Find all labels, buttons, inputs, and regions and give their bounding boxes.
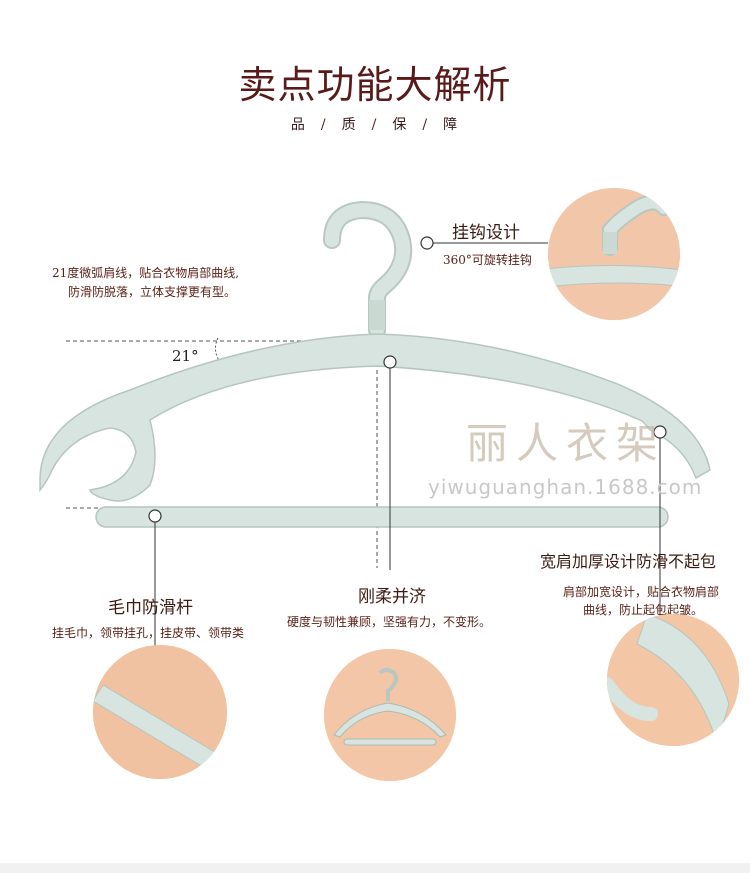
shoulder-detail-drawing bbox=[607, 614, 739, 746]
strength-detail-drawing bbox=[324, 649, 456, 781]
subtitle-char: 质 bbox=[341, 117, 358, 133]
arc-feature-line1: 21度微弧肩线，贴合衣物肩部曲线, bbox=[52, 266, 240, 280]
towel-bar bbox=[95, 506, 669, 528]
hook bbox=[325, 202, 411, 337]
angle-label: 21° bbox=[172, 347, 199, 365]
bar-marker bbox=[148, 509, 162, 523]
subtitle-char: 保 bbox=[392, 117, 409, 133]
towel-bar-detail-image bbox=[93, 645, 227, 779]
page-title: 卖点功能大解析 bbox=[238, 63, 512, 107]
strength-marker bbox=[383, 355, 397, 369]
subtitle-char: 障 bbox=[443, 117, 460, 133]
watermark-url: yiwuguanghan.1688.com bbox=[428, 475, 703, 499]
page-subtitle: 品 / 质 / 保 / 障 bbox=[0, 114, 750, 134]
shoulder-feature-line2: 曲线，防止起包起皱。 bbox=[583, 603, 704, 617]
hook-feature-text: 360°可旋转挂钩 bbox=[443, 253, 532, 267]
hook-detail-image bbox=[548, 188, 680, 320]
subtitle-separator: / bbox=[422, 117, 430, 133]
subtitle-separator: / bbox=[320, 117, 328, 133]
strength-feature-text: 硬度与韧性兼顾，坚强有力，不变形。 bbox=[287, 615, 492, 629]
subtitle-char: 品 bbox=[290, 117, 307, 133]
towel-feature-title: 毛巾防滑杆 bbox=[108, 598, 193, 618]
subtitle-separator: / bbox=[371, 117, 379, 133]
strength-feature-title: 刚柔并济 bbox=[358, 587, 426, 607]
hook-detail-drawing bbox=[548, 188, 680, 320]
hook-marker bbox=[420, 236, 434, 250]
shoulder-feature-line1: 肩部加宽设计，贴合衣物肩部 bbox=[563, 585, 720, 599]
strength-detail-image bbox=[324, 649, 456, 781]
hanger-arms bbox=[39, 333, 711, 502]
hook-feature-title: 挂钩设计 bbox=[452, 223, 520, 243]
towel-bar-detail-drawing bbox=[93, 645, 227, 779]
towel-feature-text: 挂毛巾，领带挂孔，挂皮带、领带类 bbox=[52, 626, 245, 640]
arc-feature-line2: 防滑防脱落，立体支撑更有型。 bbox=[68, 285, 237, 299]
shoulder-detail-image bbox=[607, 614, 739, 746]
watermark-logo: 丽人衣架 bbox=[466, 419, 667, 468]
hook-base bbox=[369, 300, 385, 330]
angle-arc bbox=[214, 337, 221, 363]
shoulder-feature-title: 宽肩加厚设计防滑不起包 bbox=[540, 552, 717, 571]
bottom-strip bbox=[0, 863, 750, 873]
